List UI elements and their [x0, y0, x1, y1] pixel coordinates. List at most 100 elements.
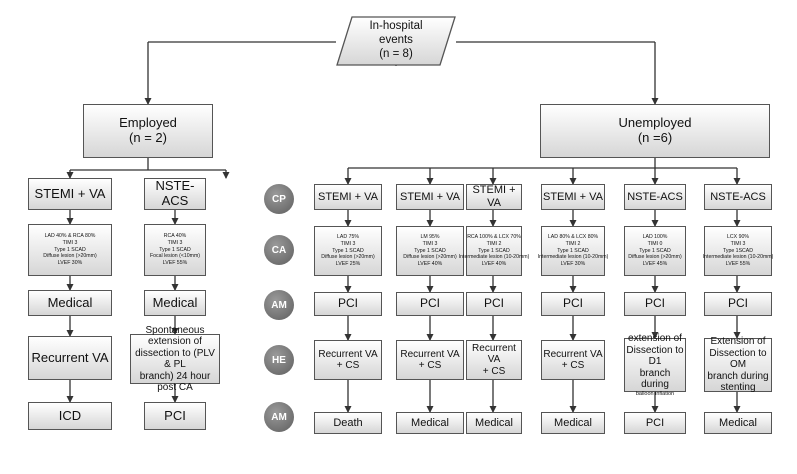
col5-ca-line-4: Intermediate lesion (10-20mm) — [458, 254, 530, 261]
col2-ca-line-2: TIMI 3 — [167, 240, 183, 247]
col2-cp-box: NSTE-ACS — [144, 178, 206, 210]
col7-am-box: PCI — [624, 292, 686, 316]
col1-cp-box: STEMI + VA — [28, 178, 112, 210]
col6-ca-line-1: LAD 80% & LCX 80% — [547, 234, 599, 241]
col8-he-line-4: stenting — [720, 382, 756, 394]
col5-ca-box: RCA 100% & LCX 70% TIMI 2 Type 1 SCAD In… — [459, 226, 529, 276]
col1-outcome-box: ICD — [28, 402, 112, 430]
col7-ca-line-2: TIMI 0 — [647, 241, 663, 248]
row-label-he: HE — [264, 345, 294, 375]
col5-cp-box: STEMI + VA — [466, 184, 522, 210]
row-label-am-2: AM — [264, 402, 294, 432]
col3-cp-box: STEMI + VA — [314, 184, 382, 210]
unemployed-node: Unemployed (n =6) — [540, 104, 770, 158]
col7-ca-line-5: LVEF 45% — [642, 260, 668, 267]
col8-he-line-1: Extension of — [710, 336, 766, 348]
col5-ca-line-3: Type 1 SCAD — [478, 247, 510, 254]
root-node: In-hospital events (n = 8) — [336, 16, 456, 66]
root-shape — [336, 16, 456, 66]
col1-he-line-1: Recurrent VA — [31, 349, 109, 365]
employed-label: Employed — [119, 115, 177, 131]
employed-node: Employed (n = 2) — [83, 104, 213, 158]
root-line-2: events — [379, 34, 413, 47]
col3-outcome-box: Death — [314, 412, 382, 434]
col7-he-box: extension of Dissection to D1 branch dur… — [624, 333, 686, 397]
col5-am-box: PCI — [466, 292, 522, 316]
col4-he-line-2: + CS — [418, 360, 442, 371]
col6-ca-line-3: Type 1 SCAD — [557, 247, 589, 254]
col5-he-box: Recurrent VA + CS — [466, 340, 522, 380]
col6-ca-box: LAD 80% & LCX 80% TIMI 2 Type 1 SCAD Int… — [538, 226, 608, 276]
col4-he-line-1: Recurrent VA — [400, 348, 460, 360]
unemployed-label: Unemployed — [618, 115, 692, 131]
employed-count: (n = 2) — [129, 130, 167, 145]
col4-outcome-box: Medical — [396, 412, 464, 434]
col8-ca-line-1: LCX 90% — [727, 234, 749, 241]
col1-ca-line-2: TIMI 3 — [62, 240, 78, 247]
col8-ca-line-4: Intermediate lesion (10-20mm) — [702, 254, 774, 261]
col6-am-box: PCI — [541, 292, 605, 316]
col8-he-box: Extension of Dissection to OM branch dur… — [704, 336, 772, 394]
unemployed-count: (n =6) — [637, 130, 673, 145]
col6-cp-box: STEMI + VA — [541, 184, 605, 210]
col1-ca-line-4: Diffuse lesion (>20mm) — [43, 253, 97, 260]
col2-ca-box: RCA 40% TIMI 3 Type 1 SCAD Focal lesion … — [144, 224, 206, 276]
row-label-ca: CA — [264, 235, 294, 265]
col8-ca-line-3: Type 1SCAD — [723, 247, 753, 254]
col2-am-box: Medical — [144, 290, 206, 316]
col1-ca-line-5: LVEF 30% — [57, 259, 83, 266]
col1-ca-line-3: Type 1 SCAD — [54, 246, 86, 253]
col4-ca-line-5: LVEF 40% — [417, 260, 443, 267]
col4-ca-line-1: LM 95% — [420, 234, 440, 241]
col3-he-box: Recurrent VA + CS — [314, 340, 382, 380]
col7-he-note: balloon inflation — [635, 390, 675, 397]
col5-ca-line-1: RCA 100% & LCX 70% — [467, 234, 521, 241]
col3-ca-line-4: Diffuse lesion (>20mm) — [321, 254, 375, 261]
col3-ca-line-2: TIMI 3 — [340, 241, 356, 248]
col8-cp-box: NSTE-ACS — [704, 184, 772, 210]
col7-he-line-2: Dissection to D1 — [626, 344, 684, 368]
col8-outcome-box: Medical — [704, 412, 772, 434]
col7-ca-line-4: Diffuse lesion (>20mm) — [628, 254, 682, 261]
col2-outcome-box: PCI — [144, 402, 206, 430]
row-label-cp: CP — [264, 184, 294, 214]
col8-he-line-2: Dissection to OM — [709, 347, 767, 371]
col5-he-line-2: + CS — [482, 365, 506, 377]
col3-ca-line-5: LVEF 25% — [335, 260, 361, 267]
col7-ca-box: LAD 100% TIMI 0 Type 1 SCAD Diffuse lesi… — [624, 226, 686, 276]
col2-ca-line-1: RCA 40% — [163, 233, 187, 240]
col6-ca-line-2: TIMI 2 — [565, 241, 581, 248]
col8-ca-line-5: LVEF 55% — [725, 260, 751, 267]
col2-he-line-3: branch) 24 hour post CA — [139, 370, 211, 394]
col2-he-line-2: dissection to (PLV & PL — [135, 347, 215, 371]
col7-ca-line-3: Type 1 SCAD — [639, 247, 671, 254]
col3-ca-box: LAD 75% TIMI 3 Type 1 SCAD Diffuse lesio… — [314, 226, 382, 276]
col2-ca-line-5: LVEF 55% — [162, 259, 188, 266]
col4-ca-box: LM 95% TIMI 3 Type 1 SCAD Diffuse lesion… — [396, 226, 464, 276]
col5-ca-line-5: LVEF 40% — [481, 260, 507, 267]
col8-ca-line-2: TIMI 3 — [730, 241, 746, 248]
col2-ca-line-4: Focal lesion (<10mm) — [149, 253, 201, 260]
col1-ca-box: LAD 40% & RCA 80% TIMI 3 Type 1 SCAD Dif… — [28, 224, 112, 276]
col5-ca-line-2: TIMI 2 — [486, 241, 502, 248]
col2-he-line-1: Spontaneous extension of — [145, 324, 205, 348]
col6-he-box: Recurrent VA + CS — [541, 340, 605, 380]
col4-ca-line-3: Type 1 SCAD — [414, 247, 446, 254]
col8-ca-box: LCX 90% TIMI 3 Type 1SCAD Intermediate l… — [702, 226, 774, 276]
col6-he-line-1: Recurrent VA — [543, 348, 603, 360]
col4-he-box: Recurrent VA + CS — [396, 340, 464, 380]
col6-outcome-box: Medical — [541, 412, 605, 434]
col2-he-box: Spontaneous extension of dissection to (… — [130, 325, 220, 393]
col7-cp-box: NSTE-ACS — [624, 184, 686, 210]
col3-am-box: PCI — [314, 292, 382, 316]
root-line-1: In-hospital — [369, 20, 423, 33]
col4-cp-box: STEMI + VA — [396, 184, 464, 210]
col2-ca-line-3: Type 1 SCAD — [159, 246, 191, 253]
col7-he-line-1: extension of — [628, 333, 682, 345]
col4-ca-line-4: Diffuse lesion (>20mm) — [403, 254, 457, 261]
col8-am-box: PCI — [704, 292, 772, 316]
col3-he-line-2: + CS — [336, 360, 360, 371]
col4-ca-line-2: TIMI 3 — [422, 241, 438, 248]
col8-he-line-3: branch during — [707, 370, 769, 382]
